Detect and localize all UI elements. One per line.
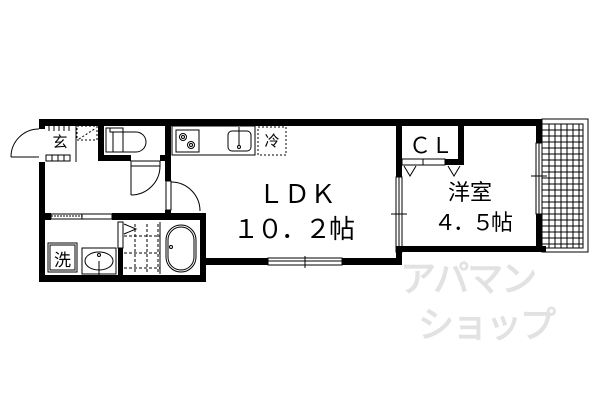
- ldk-room-name: ＬＤＫ: [257, 180, 336, 210]
- balcony: [541, 118, 589, 253]
- ldk-door: [165, 180, 201, 212]
- washer-label: 洗: [54, 251, 71, 271]
- washroom: [47, 213, 138, 280]
- kitchen: [171, 125, 287, 156]
- toilet: [105, 127, 147, 153]
- sliding-door-western: [391, 176, 407, 253]
- watermark-line1: アパマン: [400, 259, 537, 300]
- western-room-name: 洋室: [447, 181, 492, 206]
- ldk-room-size: １０．２帖: [232, 215, 355, 245]
- western-room-size: ４．５帖: [433, 211, 513, 236]
- bathroom: [124, 222, 197, 274]
- fridge-label: 冷: [264, 132, 280, 150]
- closet-label: ＣＬ: [408, 134, 453, 159]
- walls: [39, 119, 546, 282]
- entrance-door: [10, 128, 40, 158]
- watermark-line2: ショップ: [418, 305, 556, 346]
- entrance-label: 玄: [52, 133, 68, 151]
- ldk-window: [267, 256, 343, 268]
- closet-doors: [401, 158, 461, 177]
- toilet-door: [130, 160, 161, 196]
